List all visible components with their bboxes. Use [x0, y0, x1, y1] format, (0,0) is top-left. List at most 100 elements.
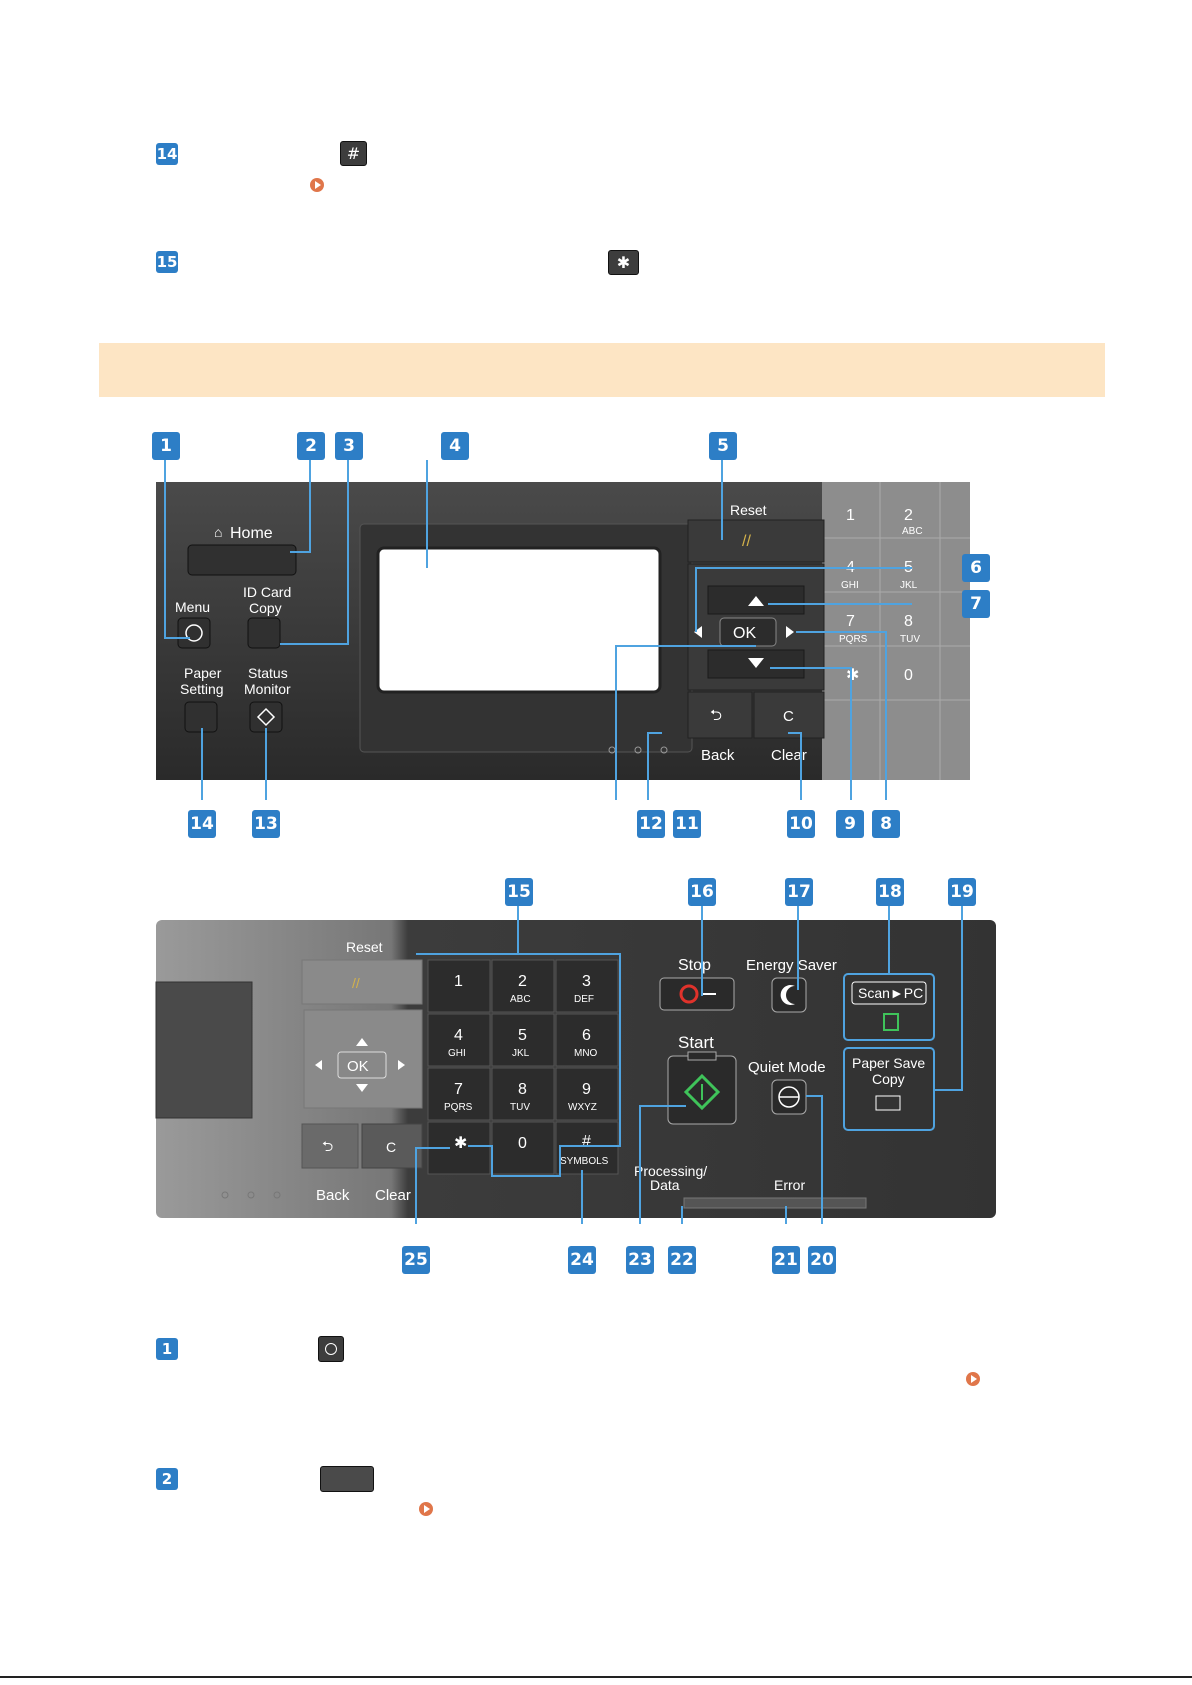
- callout-badge: 5: [709, 432, 737, 460]
- callout-badge: 16: [688, 878, 716, 906]
- svg-text://: //: [742, 533, 751, 550]
- key-digit: 7: [846, 613, 855, 630]
- processing-label-line2: Data: [650, 1177, 680, 1193]
- svg-text:C: C: [783, 708, 794, 725]
- key-digit: 1: [846, 507, 855, 524]
- key-digit: 8: [518, 1081, 527, 1098]
- key-digit: 0: [904, 667, 913, 684]
- key-letters: MNO: [574, 1048, 598, 1059]
- clear-label: Clear: [375, 1187, 411, 1204]
- callout-badge: 3: [335, 432, 363, 460]
- key-letters: JKL: [900, 580, 918, 591]
- menu-key-icon: [318, 1336, 344, 1362]
- key-letters: JKL: [512, 1048, 530, 1059]
- status-monitor-label-line1: Status: [248, 665, 288, 681]
- paper-setting-label-line2: Setting: [180, 681, 224, 697]
- key-digit: 5: [518, 1027, 527, 1044]
- scan-pc-label: Scan►PC: [858, 985, 923, 1001]
- id-card-label-line1: ID Card: [243, 584, 291, 600]
- callout-badge: 14: [188, 810, 216, 838]
- link-arrow-icon[interactable]: [966, 1372, 980, 1386]
- footer-rule: [0, 1676, 1192, 1678]
- key-digit: 0: [518, 1135, 527, 1152]
- back-label: Back: [316, 1187, 350, 1204]
- paper-save-label-line1: Paper Save: [852, 1055, 925, 1071]
- stop-label: Stop: [678, 957, 711, 974]
- callout-badge: 24: [568, 1246, 596, 1274]
- key-letters: PQRS: [839, 634, 868, 645]
- key-digit: 4: [454, 1027, 463, 1044]
- hash-key-icon: #: [340, 141, 367, 166]
- ok-label: OK: [347, 1058, 369, 1075]
- reset-button: [687, 519, 825, 563]
- home-label: Home: [230, 525, 273, 542]
- key-digit: 9: [582, 1081, 591, 1098]
- ok-button: [337, 1051, 387, 1079]
- paper-save-label-line2: Copy: [872, 1071, 905, 1087]
- key-letters: TUV: [510, 1102, 530, 1113]
- svg-text:⮌: ⮌: [710, 707, 722, 724]
- callout-badge: 9: [836, 810, 864, 838]
- section-header-bar: [99, 343, 1105, 397]
- key-digit: 6: [582, 1027, 591, 1044]
- reset-button: [301, 959, 423, 1005]
- key-letters: ABC: [510, 994, 531, 1005]
- svg-text://: //: [352, 975, 360, 991]
- callout-badge: 15: [505, 878, 533, 906]
- key-letters: GHI: [841, 580, 859, 591]
- start-label: Start: [678, 1033, 714, 1052]
- key-digit: 8: [904, 613, 913, 630]
- key-digit: ✱: [454, 1135, 467, 1152]
- paper-setting-label-line1: Paper: [184, 665, 222, 681]
- id-card-label-line2: Copy: [249, 600, 282, 616]
- callout-badge: 25: [402, 1246, 430, 1274]
- key-digit: 1: [454, 973, 463, 990]
- callout-badge: 10: [787, 810, 815, 838]
- callout-badge: 2: [297, 432, 325, 460]
- key-digit: 2: [904, 507, 913, 524]
- clear-button: [753, 691, 825, 739]
- callout-badge: 13: [252, 810, 280, 838]
- callout-badge: 12: [637, 810, 665, 838]
- key-digit: #: [582, 1133, 591, 1150]
- item-number-badge: 1: [156, 1338, 178, 1360]
- callout-badge: 18: [876, 878, 904, 906]
- clear-label: Clear: [771, 747, 807, 764]
- status-monitor-button: [249, 701, 283, 733]
- ok-label: OK: [733, 625, 756, 642]
- callout-badge: 7: [962, 590, 990, 618]
- link-arrow-icon[interactable]: [310, 178, 324, 192]
- menu-button: [177, 617, 211, 649]
- home-key-icon: [320, 1466, 374, 1492]
- callout-badge: 19: [948, 878, 976, 906]
- key-letters: GHI: [448, 1048, 466, 1059]
- callout-badge: 6: [962, 554, 990, 582]
- callout-badge: 4: [441, 432, 469, 460]
- reset-label: Reset: [730, 502, 767, 518]
- key-digit: ✱: [846, 667, 859, 684]
- menu-label: Menu: [175, 599, 210, 615]
- callout-badge: 20: [808, 1246, 836, 1274]
- callout-badge: 11: [673, 810, 701, 838]
- key-letters: PQRS: [444, 1102, 473, 1113]
- svg-text:⮌: ⮌: [322, 1138, 333, 1154]
- display-frame-partial: [155, 981, 253, 1119]
- callout-badge: 21: [772, 1246, 800, 1274]
- back-button: [301, 1123, 359, 1169]
- item-number-badge: 15: [156, 251, 178, 273]
- link-arrow-icon[interactable]: [419, 1502, 433, 1516]
- item-number-badge: 14: [156, 143, 178, 165]
- item-number-badge: 2: [156, 1468, 178, 1490]
- svg-text:⌂: ⌂: [214, 524, 222, 540]
- clear-button: [361, 1123, 423, 1169]
- home-button: [187, 544, 297, 576]
- control-panel-upper-diagram: ⌂ Home Menu ID Card Copy Paper Setting S…: [156, 460, 970, 800]
- status-monitor-label-line2: Monitor: [244, 681, 291, 697]
- svg-text:C: C: [386, 1139, 396, 1155]
- paper-setting-button: [184, 701, 218, 733]
- error-label: Error: [774, 1177, 805, 1193]
- callout-badge: 22: [668, 1246, 696, 1274]
- status-light-bar: [683, 1197, 867, 1209]
- keypad: [427, 959, 619, 1175]
- key-digit: 7: [454, 1081, 463, 1098]
